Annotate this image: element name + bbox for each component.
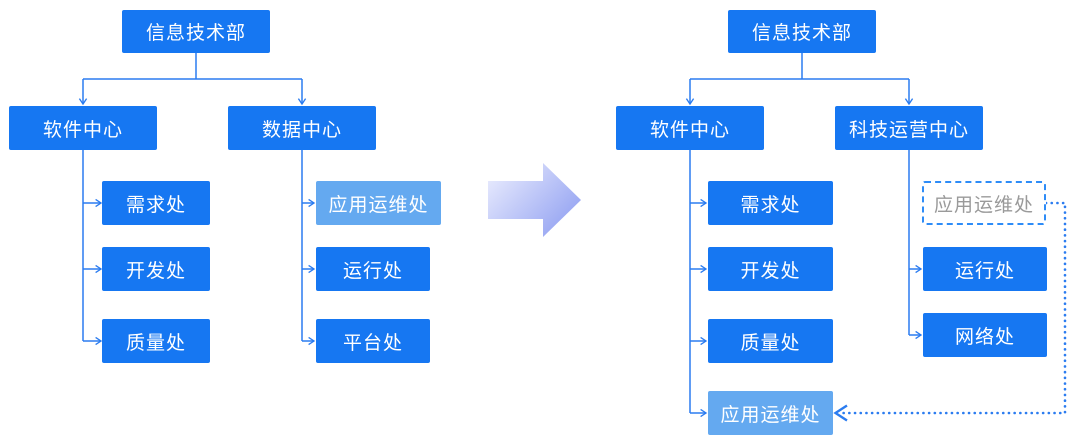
node-requirements-before: 需求处	[102, 181, 210, 225]
node-app-om-before: 应用运维处	[316, 181, 441, 225]
node-operations-after: 运行处	[923, 247, 1047, 291]
node-tech-ops-center-after: 科技运营中心	[835, 106, 983, 150]
reassignment-dotted-arrow	[833, 201, 1067, 422]
node-requirements-after: 需求处	[708, 181, 833, 225]
node-app-om-moved: 应用运维处	[708, 391, 833, 435]
node-software-center-after: 软件中心	[616, 106, 764, 150]
node-it-dept-after: 信息技术部	[728, 10, 876, 53]
node-data-center-before: 数据中心	[228, 106, 376, 150]
transition-arrow-icon	[488, 163, 581, 237]
node-operations-before: 运行处	[316, 247, 430, 291]
node-quality-before: 质量处	[102, 319, 210, 363]
node-network-after: 网络处	[923, 313, 1047, 357]
node-development-after: 开发处	[708, 247, 833, 291]
node-platform-before: 平台处	[316, 319, 430, 363]
node-software-center-before: 软件中心	[9, 106, 157, 150]
node-quality-after: 质量处	[708, 319, 833, 363]
node-it-dept-before: 信息技术部	[122, 10, 270, 53]
node-development-before: 开发处	[102, 247, 210, 291]
node-app-om-ghost: 应用运维处	[922, 181, 1046, 225]
